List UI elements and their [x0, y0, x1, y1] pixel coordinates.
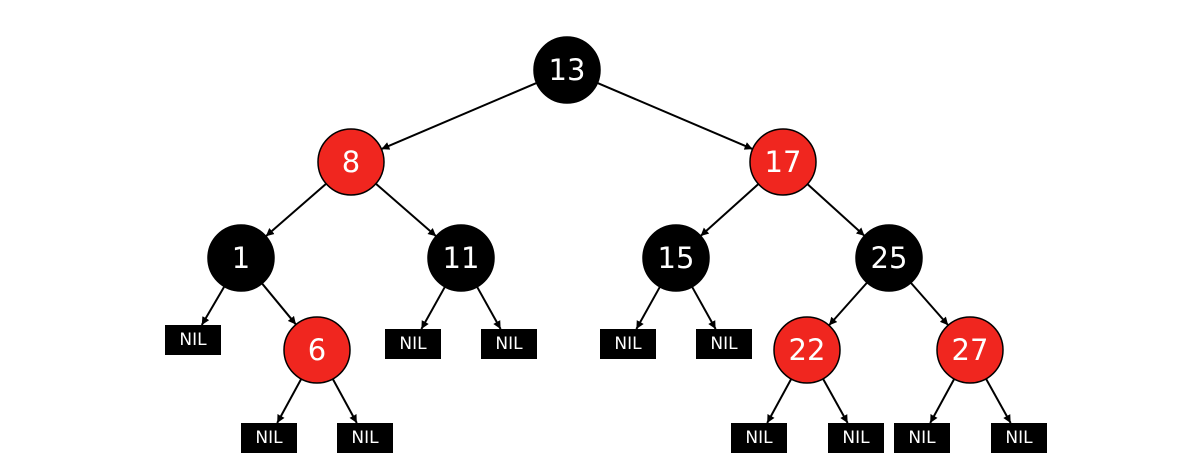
node-label: 17	[765, 145, 802, 179]
edge-n17-n25	[806, 183, 866, 237]
edge-n27-nil27b	[985, 378, 1012, 424]
edge-n8-n1	[265, 182, 327, 238]
tree-node-8: 8	[317, 128, 385, 196]
nil-leaf: NIL	[337, 423, 393, 453]
node-label: 11	[443, 241, 480, 275]
red-node-circle	[936, 316, 1004, 384]
nil-leaf-box	[696, 329, 752, 359]
tree-node-6: 6	[283, 316, 351, 384]
tree-node-22: 22	[773, 316, 841, 384]
nil-leaf: NIL	[600, 329, 656, 359]
node-label: 25	[871, 241, 908, 275]
nil-leaf-box	[337, 423, 393, 453]
black-node-circle	[642, 224, 710, 292]
nil-leaf: NIL	[894, 423, 950, 453]
tree-node-13: 13	[533, 36, 601, 104]
red-node-circle	[283, 316, 351, 384]
nil-leaf-box	[991, 423, 1047, 453]
nil-leaf: NIL	[731, 423, 787, 453]
nil-label: NIL	[908, 428, 936, 448]
edge-n22-nil22b	[822, 378, 849, 424]
red-node-circle	[749, 128, 817, 196]
tree-node-27: 27	[936, 316, 1004, 384]
edge-n1-n6	[261, 282, 297, 326]
edge-n1-nil1a	[200, 285, 226, 326]
nil-leaf: NIL	[828, 423, 884, 453]
tree-node-1: 1	[207, 224, 275, 292]
node-label: 1	[232, 241, 250, 275]
nil-leaf-box	[828, 423, 884, 453]
nil-leaf: NIL	[991, 423, 1047, 453]
nil-label: NIL	[614, 334, 642, 354]
edge-n13-n8	[380, 82, 538, 150]
black-node-circle	[207, 224, 275, 292]
black-node-circle	[427, 224, 495, 292]
edge-n25-n22	[828, 281, 868, 327]
node-label: 8	[342, 145, 360, 179]
edge-n22-nil22a	[766, 378, 793, 424]
nil-leaf-box	[165, 325, 221, 355]
node-label: 13	[549, 53, 586, 87]
tree-node-17: 17	[749, 128, 817, 196]
node-label: 27	[952, 333, 989, 367]
edge-n6-nil6a	[276, 378, 303, 424]
nil-label: NIL	[495, 334, 523, 354]
node-label: 6	[308, 333, 326, 367]
edge-n11-nil11a	[420, 286, 446, 330]
tree-node-25: 25	[855, 224, 923, 292]
nil-label: NIL	[1005, 428, 1033, 448]
edges-layer	[200, 82, 1012, 424]
edge-n8-n11	[375, 182, 437, 238]
edge-n11-nil11b	[476, 286, 502, 330]
edge-n25-n27	[910, 282, 949, 326]
nil-leaf-box	[600, 329, 656, 359]
red-node-circle	[317, 128, 385, 196]
edge-n15-nil15a	[635, 286, 661, 330]
nil-label: NIL	[399, 334, 427, 354]
node-label: 15	[658, 241, 695, 275]
nil-leaf-box	[894, 423, 950, 453]
red-node-circle	[773, 316, 841, 384]
black-node-circle	[533, 36, 601, 104]
nil-leaf: NIL	[165, 325, 221, 355]
black-node-circle	[855, 224, 923, 292]
nil-leaf: NIL	[481, 329, 537, 359]
nil-leaf: NIL	[696, 329, 752, 359]
edge-n17-n15	[699, 183, 760, 237]
nil-label: NIL	[745, 428, 773, 448]
nil-leaf: NIL	[385, 329, 441, 359]
nil-leaf-box	[731, 423, 787, 453]
nil-leaf: NIL	[241, 423, 297, 453]
nil-leaf-box	[385, 329, 441, 359]
tree-node-15: 15	[642, 224, 710, 292]
edge-n27-nil27a	[929, 378, 956, 424]
nil-leaf-box	[241, 423, 297, 453]
edge-n6-nil6b	[331, 378, 358, 424]
edge-n15-nil15b	[691, 286, 717, 330]
nil-label: NIL	[255, 428, 283, 448]
nil-label: NIL	[351, 428, 379, 448]
nil-label: NIL	[179, 330, 207, 350]
nil-leaf-box	[481, 329, 537, 359]
tree-node-11: 11	[427, 224, 495, 292]
nil-label: NIL	[710, 334, 738, 354]
nil-label: NIL	[842, 428, 870, 448]
node-label: 22	[789, 333, 826, 367]
edge-n13-n17	[596, 82, 754, 150]
